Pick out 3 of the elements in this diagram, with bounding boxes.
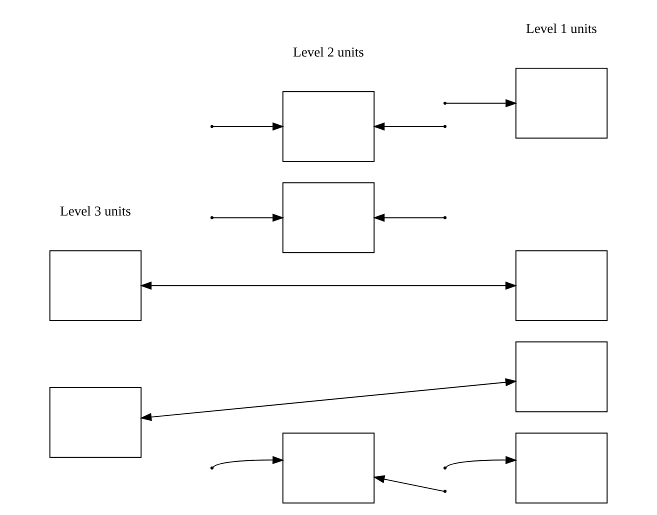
label: Level 1 units (526, 21, 597, 36)
label: Level 2 units (293, 44, 364, 60)
label: Level 3 units (60, 203, 131, 218)
